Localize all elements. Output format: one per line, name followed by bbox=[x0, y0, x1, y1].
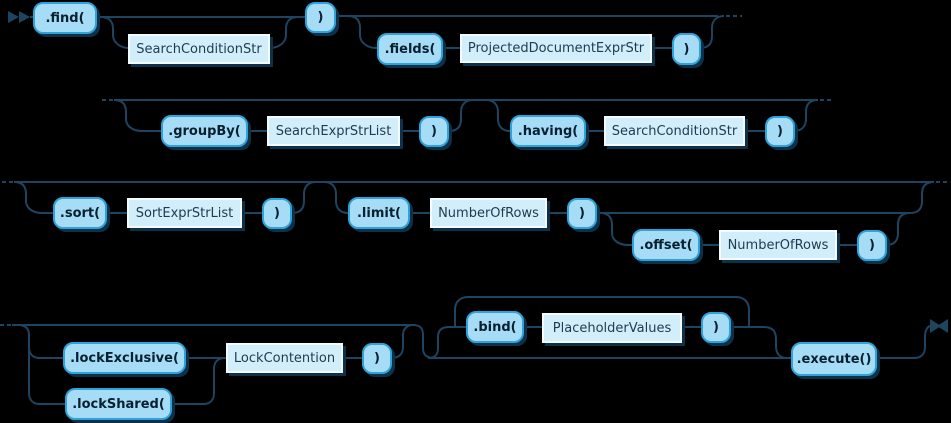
terminal-sort-close-paren: ) bbox=[262, 198, 292, 229]
nonterminal-sort-expr-str-list: SortExprStrList bbox=[127, 198, 242, 228]
nonterminal-projected-document-expr-str: ProjectedDocumentExprStr bbox=[460, 34, 652, 63]
nonterminal-placeholder-values: PlaceholderValues bbox=[542, 313, 682, 343]
nonterminal-search-expr-str-list: SearchExprStrList bbox=[267, 116, 400, 146]
nonterminal-number-of-rows-2: NumberOfRows bbox=[719, 230, 837, 260]
nonterminal-lock-contention: LockContention bbox=[226, 343, 343, 373]
terminal-having-close-paren: ) bbox=[765, 116, 795, 147]
terminal-fields: .fields( bbox=[377, 33, 443, 65]
terminal-execute: .execute() bbox=[791, 342, 877, 376]
terminal-bind: .bind( bbox=[466, 311, 524, 343]
terminal-having: .having( bbox=[510, 115, 586, 147]
terminal-lock-shared: .lockShared( bbox=[65, 388, 172, 420]
nonterminal-search-condition-str-1: SearchConditionStr bbox=[128, 34, 270, 64]
terminal-bind-close-paren: ) bbox=[701, 312, 731, 343]
terminal-offset-close-paren: ) bbox=[857, 230, 887, 261]
nonterminal-search-condition-str-2: SearchConditionStr bbox=[604, 116, 745, 146]
terminal-lock-close-paren: ) bbox=[362, 343, 392, 374]
start-marker-icon bbox=[8, 11, 30, 23]
terminal-group-by: .groupBy( bbox=[161, 115, 248, 147]
terminal-limit-close-paren: ) bbox=[567, 198, 597, 229]
terminal-sort: .sort( bbox=[53, 197, 107, 229]
terminal-offset: .offset( bbox=[632, 229, 700, 261]
terminal-find: .find( bbox=[33, 2, 97, 34]
terminal-find-close-paren: ) bbox=[305, 2, 336, 33]
terminal-group-by-close-paren: ) bbox=[419, 116, 449, 147]
terminal-limit: .limit( bbox=[348, 197, 410, 229]
end-marker-icon bbox=[930, 319, 948, 333]
terminal-lock-exclusive: .lockExclusive( bbox=[63, 342, 186, 374]
terminal-fields-close-paren: ) bbox=[672, 33, 701, 65]
nonterminal-number-of-rows-1: NumberOfRows bbox=[430, 198, 547, 228]
